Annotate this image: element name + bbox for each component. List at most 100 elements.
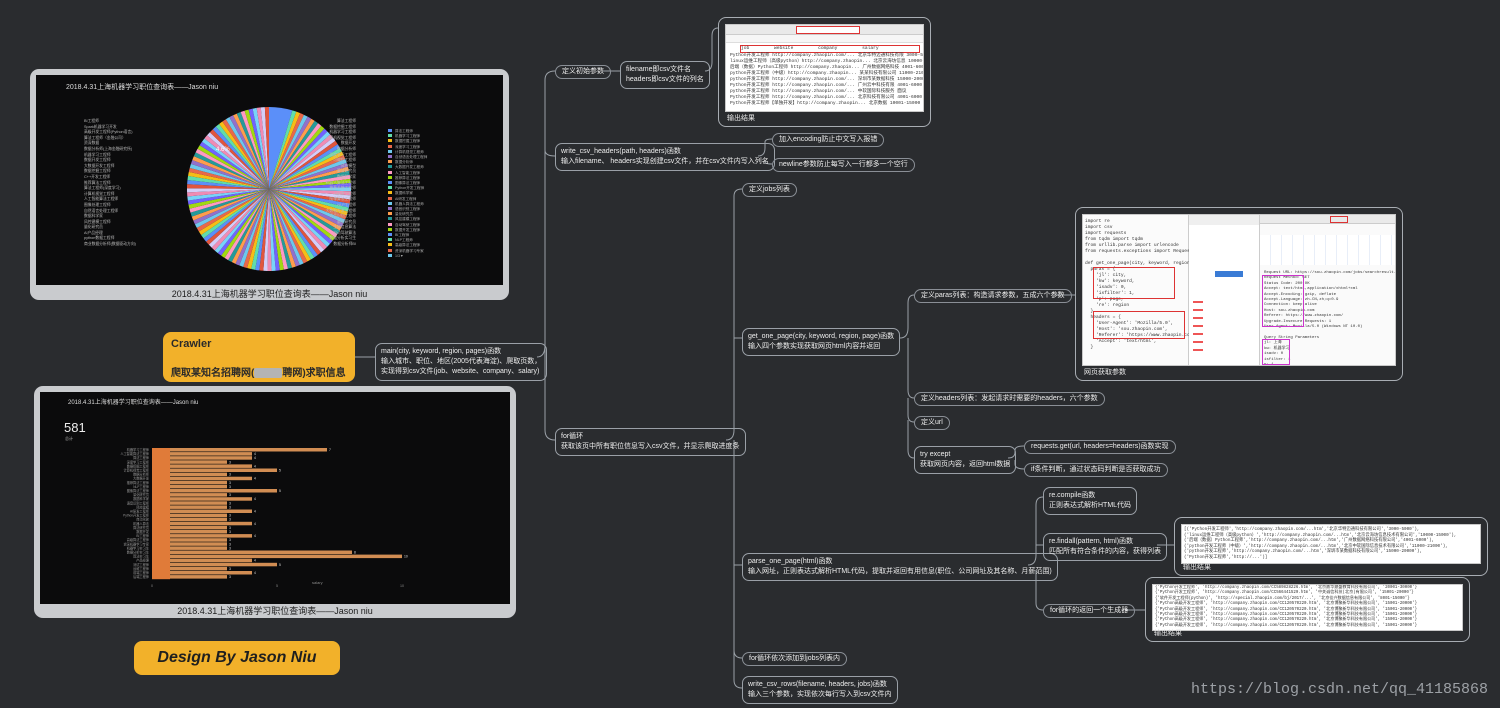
parse-one-page-node[interactable]: parse_one_page(html)函数 输入网址，正则表达式解析HTML代… <box>742 553 1058 581</box>
pie-slice <box>231 189 269 264</box>
pie-legend-item[interactable]: 自然语言处理工程师 <box>388 155 498 160</box>
pie-legend-item[interactable]: 数据分析师 <box>388 160 498 165</box>
pie-slice <box>269 189 315 260</box>
pie-legend-item[interactable]: 机器人算法工程师 <box>388 201 498 207</box>
pie-slice <box>269 137 336 189</box>
pie-slice <box>196 189 269 232</box>
bar-category-label: 深度学习工程师 <box>127 459 150 464</box>
generator-line: {'Python高级开发工程师', 'http://company.zhaopi… <box>1155 618 1418 623</box>
pie-legend-item[interactable]: AI研发工程师 <box>388 196 498 202</box>
pie-legend-item[interactable]: 大数据开发工程师 <box>388 165 498 170</box>
pie-legend-item[interactable]: 计算机视觉工程师 <box>388 149 498 155</box>
pie-slice <box>256 107 269 189</box>
pie-legend-item[interactable]: 深度学习工程师 <box>388 144 498 150</box>
pie-slice <box>269 110 297 189</box>
pie-legend-item[interactable]: 资深机器学习专家 <box>388 248 498 254</box>
pie-label: 人工智能算法工程师 <box>84 197 119 202</box>
define-url-node[interactable]: 定义url <box>914 416 950 430</box>
for-line-1: for循环 <box>561 433 584 440</box>
bar <box>152 571 252 575</box>
generator-node[interactable]: for循环的返回一个生成器 <box>1043 604 1136 618</box>
write-headers-line-1: write_csv_headers(path, headers)函数 <box>561 148 681 155</box>
write-csv-headers-node[interactable]: write_csv_headers(path, headers)函数 输入fil… <box>555 143 775 171</box>
central-topic[interactable]: Crawler 爬取某知名招聘网(聘网)求职信息 <box>163 332 355 382</box>
csv-row: python开发工程师 http://company.zhaopin.com/.… <box>730 89 907 94</box>
pie-legend-item[interactable]: 机器学习工程师 <box>388 134 498 139</box>
filename-node[interactable]: filename即csv文件名 headers即csv文件的列名 <box>620 61 710 89</box>
pie-label: 风控建模工程师 <box>84 219 111 224</box>
encoding-node[interactable]: 加入encoding防止中文写入报错 <box>772 133 885 147</box>
bar <box>152 505 227 509</box>
define-jobs-node[interactable]: 定义jobs列表 <box>742 183 797 197</box>
pie-legend-item[interactable]: 风控建模工程师 <box>388 217 498 222</box>
regex-line: ('python开发工程师（中级）','http://company.zhaop… <box>1184 543 1448 549</box>
regex-output-image: [('Python开发工程师','http://company.zhaopin.… <box>1181 524 1481 564</box>
newline-node[interactable]: newline参数防止每写入一行都多一个空行 <box>772 158 915 172</box>
requests-get-node[interactable]: requests.get(url, headers=headers)函数实现 <box>1024 440 1176 454</box>
bar-value-label: 3 <box>229 526 231 530</box>
pie-slice <box>269 189 347 220</box>
pie-legend-item[interactable]: Python开发工程师 <box>388 186 498 191</box>
pie-legend-item[interactable]: 高级算法工程师 <box>388 243 498 248</box>
pie-slice <box>269 162 348 189</box>
main-function-node[interactable]: main(city, keyword, region, pages)函数 输入城… <box>375 343 548 381</box>
parse-line-2: 输入网址，正则表达式解析HTML代码，提取并返回有用信息(职位、公司网址及其名称… <box>748 568 1052 575</box>
write-rows-line-2: 输入三个参数，实现依次每行写入到csv文件内 <box>748 691 892 698</box>
pie-slice <box>269 178 351 189</box>
try-except-node[interactable]: try except 获取网页内容，返回html数据 <box>914 446 1017 474</box>
paras-node[interactable]: 定义paras列表：构造请求参数，五成六个参数 <box>914 289 1072 303</box>
pie-slice <box>269 125 325 189</box>
regex-output-text: [('Python开发工程师','http://company.zhaopin.… <box>1184 527 1456 561</box>
pie-legend-item[interactable]: 数据挖掘工程师 <box>388 139 498 144</box>
pie-legend-item[interactable]: NLP工程师 <box>388 238 498 243</box>
pie-legend-item[interactable]: 算法工程师 <box>388 129 498 134</box>
pie-legend-item[interactable]: 数据开发工程师 <box>388 227 498 233</box>
pie-legend-item[interactable]: BI工程师 <box>388 233 498 238</box>
web-header-bar <box>1189 215 1259 225</box>
pie-legend-item[interactable]: 推荐算法工程师 <box>388 175 498 181</box>
bar-category-label: Python开发工程师 <box>123 513 150 518</box>
bar-value-label: 4 <box>254 497 256 501</box>
bar-value-label: 3 <box>229 575 231 579</box>
write-csv-rows-node[interactable]: write_csv_rows(filename, headers, jobs)函… <box>742 676 898 704</box>
re-findall-node[interactable]: re.findall(pattern, html)函数 匹配所有符合条件的内容，… <box>1043 533 1167 561</box>
csv-row: Python开发工程师 http://company.zhaopin.com/.… <box>730 53 924 58</box>
define-init-node[interactable]: 定义初始参数 <box>555 65 611 79</box>
pie-slice <box>192 156 269 189</box>
pie-percent-label: 4.6% <box>216 147 230 153</box>
pie-label: 大数据开发工程师 <box>84 163 115 168</box>
pie-legend-item[interactable]: 人工智能工程师 <box>388 170 498 176</box>
pie-slice <box>269 113 304 189</box>
pie-legend-item[interactable]: 图像算法工程师 <box>388 181 498 186</box>
watermark: https://blog.csdn.net/qq_41185868 <box>1190 681 1488 698</box>
pie-slice <box>248 108 269 189</box>
pie-legend-item[interactable]: 1/3▼ <box>388 253 498 259</box>
bar <box>152 562 277 567</box>
re-compile-node[interactable]: re.compile函数 正则表达式解析HTML代码 <box>1043 487 1138 515</box>
pie-legend-item[interactable]: 自动驾驶工程师 <box>388 222 498 228</box>
for-loop-node[interactable]: for循环 获取该页中所有职位信息写入csv文件，并显示爬取进度条 <box>555 428 746 456</box>
pie-slice <box>269 189 348 216</box>
pie-label: 数据科学家 <box>84 214 103 219</box>
bar <box>152 489 277 493</box>
pie-slice <box>269 107 293 189</box>
pie-slice <box>201 189 269 239</box>
pie-legend-item[interactable]: 数据科学家 <box>388 191 498 196</box>
pie-slice <box>269 189 349 212</box>
pie-legend-item[interactable]: 量化研究员 <box>388 212 498 217</box>
if-status-node[interactable]: if条件判断，通过状态码判断是否获取成功 <box>1024 463 1168 477</box>
recompile-line-1: re.compile函数 <box>1049 492 1096 499</box>
bar-value-label: 3 <box>229 460 231 464</box>
pie-slice <box>251 189 269 270</box>
for-append-node[interactable]: for循环依次添加到jobs列表内 <box>742 652 848 666</box>
get-one-page-node[interactable]: get_one_page(city, keyword, region, page… <box>742 328 901 356</box>
bar-value-label: 4 <box>254 510 256 514</box>
code-highlight-1 <box>1093 267 1175 299</box>
pie-legend-item[interactable]: 语音识别工程师 <box>388 207 498 212</box>
headers-node[interactable]: 定义headers列表：发起请求时需要的headers，六个参数 <box>914 392 1105 406</box>
legend-swatch <box>388 165 392 169</box>
generator-line: {'Python开发工程师', 'http://company.zhaopin.… <box>1155 586 1418 590</box>
